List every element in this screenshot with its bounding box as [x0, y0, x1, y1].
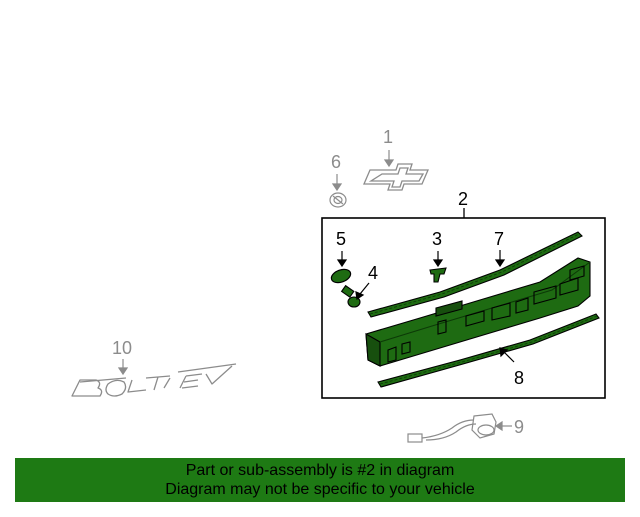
- banner-line-2: Diagram may not be specific to your vehi…: [165, 481, 475, 498]
- info-banner: Part or sub-assembly is #2 in diagram Di…: [15, 458, 625, 502]
- leader-line-3: [432, 251, 444, 268]
- callout-7: 7: [494, 229, 504, 249]
- part-7-upper-molding[interactable]: [367, 231, 583, 318]
- leader-line-4: [355, 282, 370, 301]
- callout-3: 3: [432, 229, 442, 249]
- callout-4: 4: [368, 263, 378, 283]
- part-2-applique-panel[interactable]: [365, 257, 591, 367]
- leader-line-9: [494, 420, 512, 432]
- part-9-license-lamp[interactable]: [407, 413, 497, 443]
- part-3-push-clip[interactable]: [429, 267, 447, 283]
- part-6-grommet[interactable]: [329, 192, 347, 208]
- callout-2: 2: [458, 189, 468, 209]
- leader-line-8: [499, 347, 515, 363]
- callout-6: 6: [331, 152, 341, 172]
- callout-10: 10: [112, 338, 132, 358]
- callout-9: 9: [514, 417, 524, 437]
- part-5-cap[interactable]: [330, 267, 353, 285]
- part-8-lower-molding[interactable]: [377, 313, 600, 388]
- part-10-bolt-ev-nameplate[interactable]: [71, 363, 237, 397]
- leader-line-6: [331, 174, 343, 192]
- callout-1: 1: [383, 127, 393, 147]
- leader-line-1: [383, 150, 395, 168]
- assembly-frame: [321, 217, 606, 399]
- callout-8: 8: [514, 368, 524, 388]
- callout-5: 5: [336, 229, 346, 249]
- leader-line-10: [117, 359, 129, 376]
- leader-line-5: [336, 251, 348, 268]
- part-1-bowtie-emblem[interactable]: [363, 163, 429, 191]
- leader-line-7: [494, 250, 506, 268]
- banner-line-1: Part or sub-assembly is #2 in diagram: [185, 462, 455, 479]
